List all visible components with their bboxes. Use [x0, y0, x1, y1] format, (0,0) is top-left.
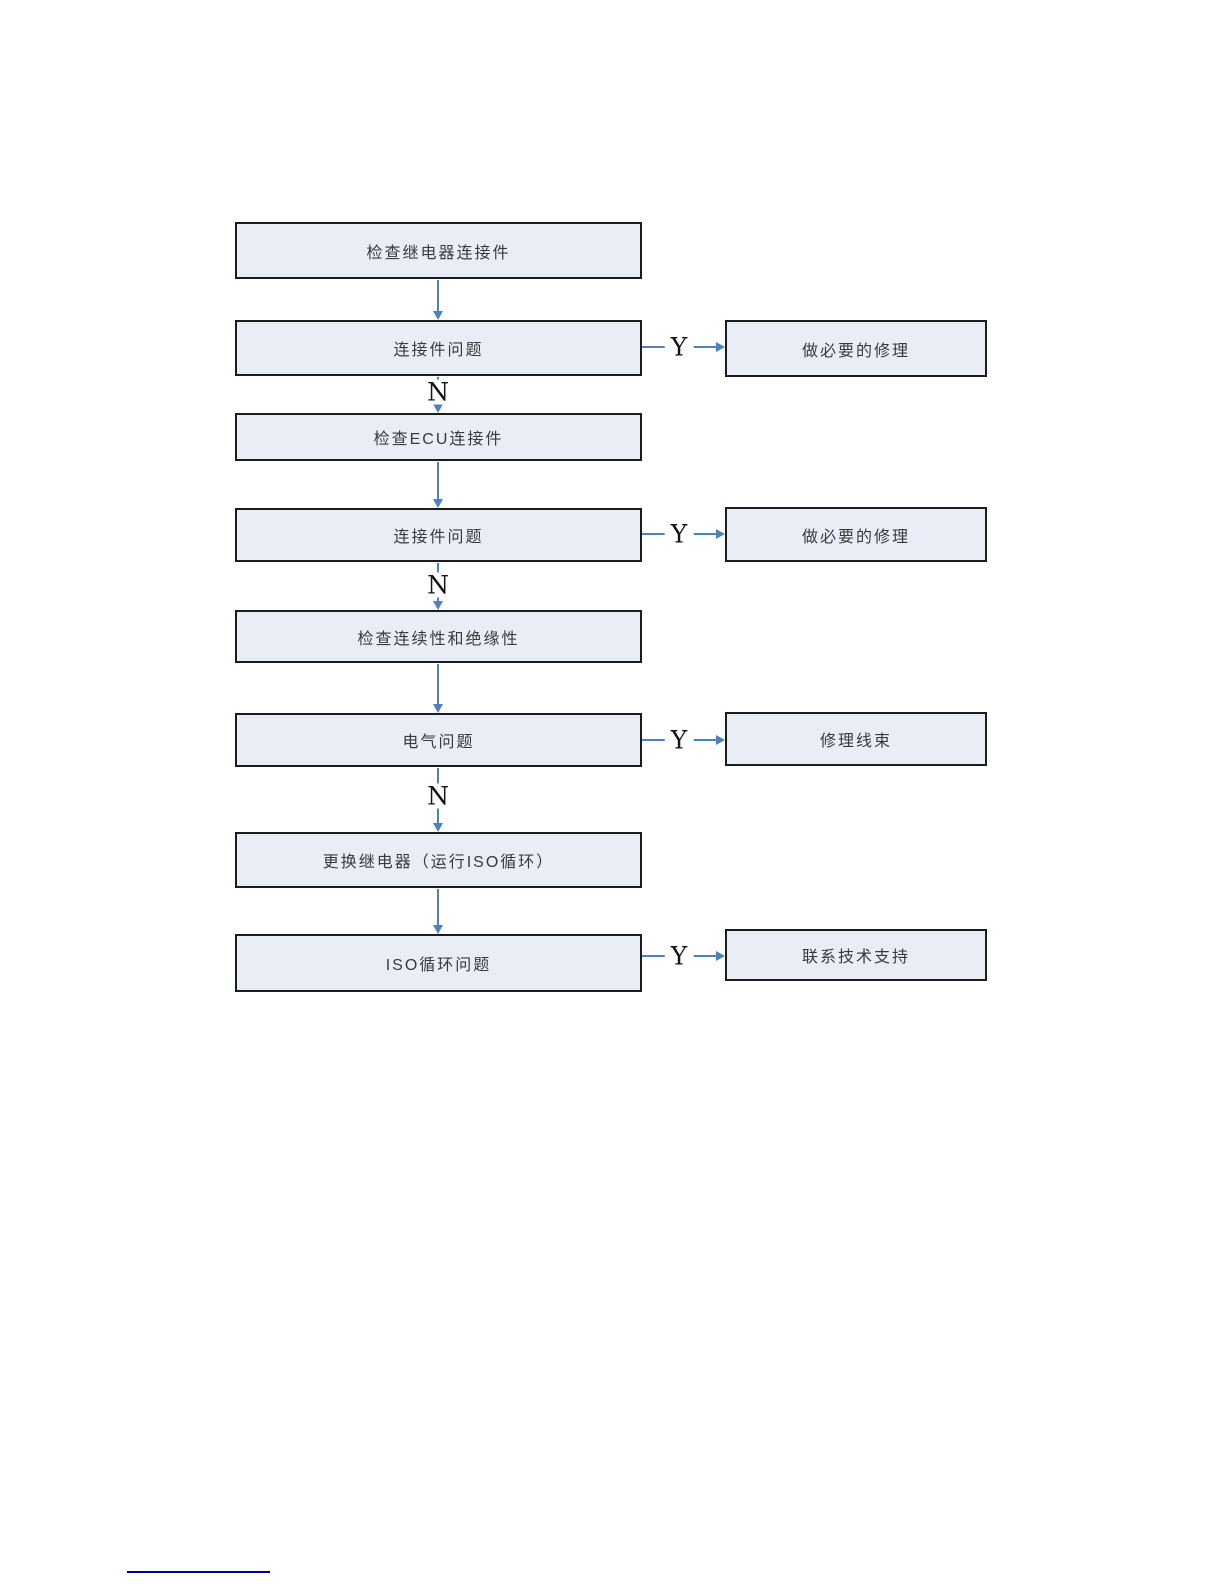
flow-decision-connector-problem-1: 连接件问题	[235, 320, 642, 376]
arrow-right-icon-2	[716, 529, 725, 539]
flow-outcome-necessary-repair-2: 做必要的修理	[725, 507, 987, 562]
flow-outcome-label: 做必要的修理	[801, 342, 910, 360]
flow-decision-electrical-problem: 电气问题	[235, 713, 642, 767]
branch-label-yes-3: Y	[664, 727, 694, 753]
flow-step-label: 检查ECU连接件	[373, 431, 504, 448]
flow-step-check-ecu-connector: 检查ECU连接件	[235, 413, 642, 461]
branch-label-no-2: N	[421, 572, 455, 598]
branch-label-yes-2: Y	[664, 521, 694, 547]
connector-line-down-1	[437, 280, 439, 313]
flow-step-check-continuity-insulation: 检查连续性和绝缘性	[235, 610, 642, 663]
arrow-down-icon-5	[433, 704, 443, 713]
flow-decision-connector-problem-2: 连接件问题	[235, 508, 642, 562]
connector-line-down-7	[437, 889, 439, 925]
branch-label-no-3: N	[421, 783, 455, 809]
arrow-down-icon-4	[433, 601, 443, 610]
flow-outcome-label: 做必要的修理	[801, 528, 910, 546]
branch-label-no-1: N	[421, 379, 455, 405]
flow-outcome-necessary-repair-1: 做必要的修理	[725, 320, 987, 377]
arrow-right-icon-4	[716, 951, 725, 961]
flow-step-check-relay-connector: 检查继电器连接件	[235, 222, 642, 279]
flow-outcome-contact-support: 联系技术支持	[725, 929, 987, 981]
arrow-down-icon-1	[433, 311, 443, 320]
flow-step-label: 连接件问题	[393, 529, 484, 546]
branch-label-yes-1: Y	[664, 334, 694, 360]
flow-decision-iso-cycle-problem: ISO循环问题	[235, 934, 642, 992]
flow-step-label: 检查连续性和绝缘性	[357, 630, 520, 648]
branch-label-yes-4: Y	[664, 943, 694, 969]
flow-step-label: 电气问题	[402, 734, 475, 751]
connector-line-down-3	[437, 462, 439, 499]
flow-step-label: 连接件问题	[393, 342, 484, 359]
footnote-divider	[127, 1571, 270, 1573]
arrow-right-icon-3	[716, 735, 725, 745]
connector-line-down-5	[437, 664, 439, 704]
arrow-right-icon-1	[716, 342, 725, 352]
arrow-down-icon-3	[433, 499, 443, 508]
flow-step-label: 更换继电器（运行ISO循环）	[322, 854, 555, 871]
flow-outcome-label: 联系技术支持	[801, 949, 910, 966]
arrow-down-icon-7	[433, 925, 443, 934]
arrow-down-icon-6	[433, 823, 443, 832]
flow-step-replace-relay-iso-cycle: 更换继电器（运行ISO循环）	[235, 832, 642, 888]
flow-outcome-repair-harness: 修理线束	[725, 712, 987, 766]
flow-step-label: 检查继电器连接件	[366, 244, 511, 262]
flow-outcome-label: 修理线束	[819, 733, 892, 750]
arrow-down-icon-2	[433, 404, 443, 413]
flow-step-label: ISO循环问题	[385, 957, 492, 974]
